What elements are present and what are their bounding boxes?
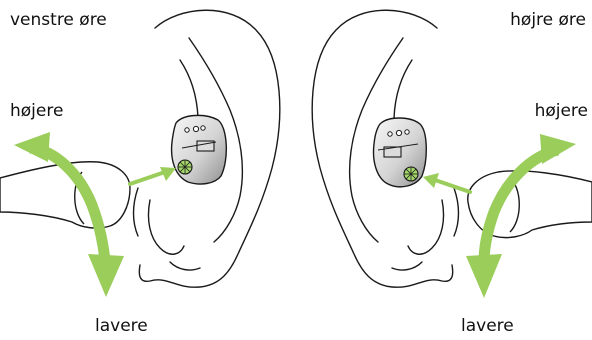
right-hearing-aid-icon xyxy=(374,118,427,187)
left-hearing-aid-icon xyxy=(172,115,227,184)
left-volume-down-label: lavere xyxy=(95,316,148,336)
left-pointer-arrow-icon xyxy=(130,167,176,184)
left-volume-up-label: højere xyxy=(10,101,63,121)
left-volume-wheel-icon xyxy=(178,160,192,174)
right-volume-down-label: lavere xyxy=(461,316,514,336)
right-ear-label: højre øre xyxy=(510,10,586,30)
left-ear-label: venstre øre xyxy=(10,10,107,30)
right-volume-up-label: højere xyxy=(535,101,588,121)
right-pointer-arrow-icon xyxy=(423,173,470,192)
right-volume-wheel-icon xyxy=(404,167,418,181)
